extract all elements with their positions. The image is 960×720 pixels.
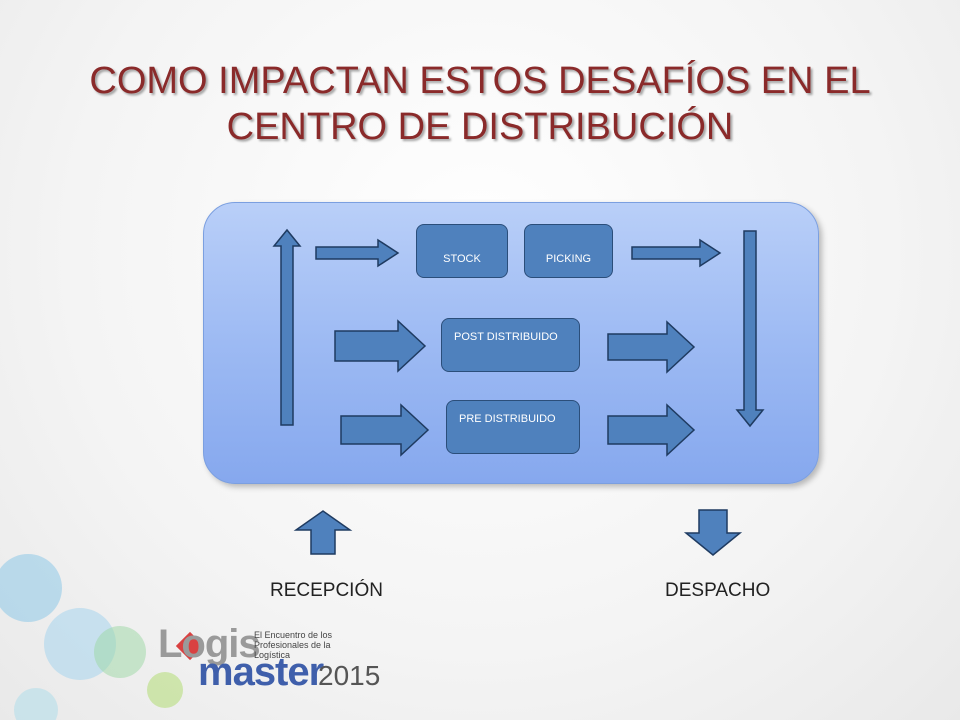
up-arrow-left — [272, 228, 302, 426]
pre-distribuido-box: PRE DISTRIBUIDO — [446, 400, 580, 454]
logo-tagline: El Encuentro de los Profesionales de la … — [254, 630, 333, 660]
logo-word-logis: Logis — [158, 622, 261, 666]
logo-word-master: master — [198, 650, 324, 694]
post-distribuido-box: POST DISTRIBUIDO — [441, 318, 580, 372]
logo-year: 2015 — [318, 660, 381, 691]
arrow-from-post — [607, 320, 696, 374]
arrow-from-pre — [607, 403, 696, 457]
picking-box: PICKING — [524, 224, 613, 278]
slide-title: COMO IMPACTAN ESTOS DESAFÍOS EN EL CENTR… — [89, 60, 871, 148]
stock-box: STOCK — [416, 224, 508, 278]
logo-cube-icon — [175, 631, 205, 661]
down-arrow-right — [735, 230, 765, 428]
reception-label: RECEPCIÓN — [270, 580, 383, 601]
reception-arrow — [293, 510, 353, 555]
logo-bubble-hand — [14, 688, 58, 720]
logo-bubble-truck — [94, 626, 146, 678]
arrow-from-picking — [631, 238, 722, 268]
arrow-to-pre — [340, 403, 430, 457]
logo-bubble-arrow — [147, 672, 183, 708]
arrow-to-stock — [315, 238, 400, 268]
logo-bubble-airplane — [0, 554, 62, 622]
arrow-to-post — [334, 319, 427, 373]
dispatch-arrow — [683, 509, 743, 556]
dispatch-label: DESPACHO — [665, 580, 771, 601]
